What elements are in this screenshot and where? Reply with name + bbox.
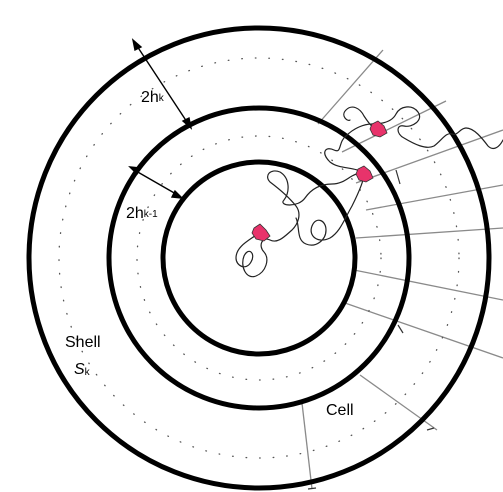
arrowhead — [128, 166, 142, 176]
dotted-circle-inner — [136, 135, 382, 381]
cell-boundary-line — [359, 374, 438, 431]
random-walks — [235, 106, 503, 278]
walk-path-link — [343, 106, 379, 131]
cell-boundaries — [301, 49, 503, 490]
dimension-arrows — [128, 38, 193, 199]
cell-boundary-line — [317, 49, 384, 125]
particle-marker-inner — [251, 223, 271, 242]
particle-marker-middle — [355, 165, 374, 183]
walk-path-inner — [235, 170, 365, 278]
particle-marker-outer — [369, 120, 388, 138]
arrowhead — [181, 116, 193, 130]
particles — [251, 120, 388, 242]
tick-mark — [395, 169, 401, 185]
inner-width-arrow — [135, 170, 177, 195]
cell-label: Cell — [326, 402, 354, 419]
cell-boundary-line — [301, 402, 313, 490]
tick-mark — [397, 324, 404, 334]
dotted-circle-outer — [58, 57, 460, 459]
outer-width-arrow — [136, 45, 188, 123]
arrowhead — [131, 38, 143, 52]
arrowhead — [170, 189, 184, 199]
inner-width-label: 2hk-1 — [126, 205, 158, 222]
shell-label: Shell — [65, 334, 101, 351]
ring-inner — [160, 159, 358, 357]
tick-mark — [426, 427, 435, 431]
ring-middle — [106, 105, 412, 411]
shell-symbol-label: Sk — [74, 361, 91, 378]
cell-boundary-line — [353, 269, 503, 301]
cell-boundary-line — [355, 227, 503, 239]
outer-width-label: 2hk — [141, 89, 165, 106]
walk-path-inner-tail — [295, 173, 365, 246]
ring-ticks — [293, 169, 435, 490]
ring-outer — [26, 25, 492, 491]
walk-path-outer — [324, 106, 503, 175]
cell-boundary-line — [344, 302, 503, 359]
dotted-circles — [58, 57, 460, 459]
rings — [26, 25, 492, 491]
tick-mark — [307, 487, 317, 490]
